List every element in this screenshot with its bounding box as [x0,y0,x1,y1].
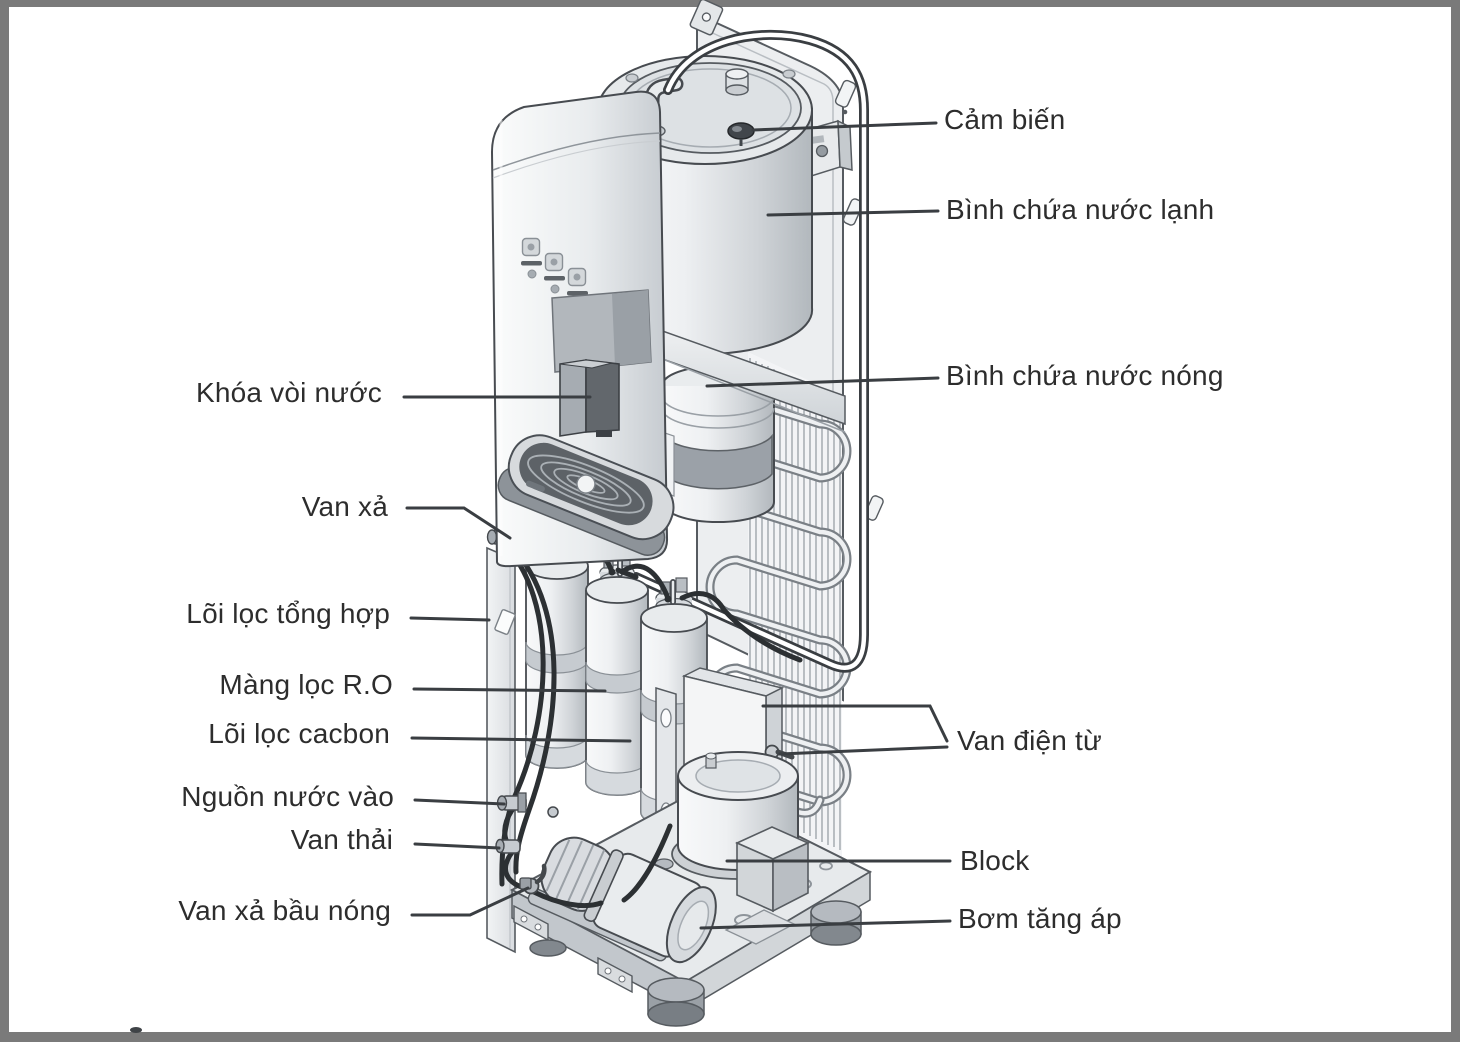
leader-van-thai [413,842,501,850]
power-switch-box [805,119,853,179]
leader-binh-chua-nuoc-lanh [766,209,940,217]
control-buttons [521,237,588,309]
label-nguon-nuoc-vao: Nguồn nước vào [181,781,394,812]
label-van-xa: Van xả [301,491,388,522]
leader-loi-loc-cacbon [410,736,632,743]
inline-fitting [547,806,559,818]
front-panel [490,90,675,568]
leader-nguon-nuoc-vao [413,798,506,806]
tank-strap [663,433,773,490]
waste-valve [495,838,521,854]
label-bom-tang-ap: Bơm tăng áp [958,903,1122,934]
label-khoa-voi-nuoc: Khóa vòi nước [195,377,382,408]
label-block: Block [960,845,1030,876]
lid-cap [725,68,749,96]
relay-box [735,826,810,913]
leveling-feet [529,900,862,1027]
filter-ro-membrane [585,551,649,796]
leader-binh-chua-nuoc-nong [705,376,940,388]
booster-pump [527,836,717,964]
leader-van-xa [405,506,512,540]
leader-van-dien-tu-b [778,745,949,756]
label-loi-loc-tong-hop: Lõi lọc tổng hợp [186,598,390,629]
leader-loi-loc-tong-hop [409,616,491,622]
base-bracket [597,956,633,994]
tank-supply-tube [631,29,869,673]
label-cam-bien: Cảm biến [944,104,1066,135]
label-mang-loc-ro: Màng lọc R.O [219,669,393,700]
drip-tray [497,434,675,556]
label-van-dien-tu: Van điện từ [957,725,1102,756]
label-van-xa-bau-nong: Van xả bầu nóng [178,895,391,926]
leader-van-xa-bau-nong [410,886,530,917]
leader-bom-tang-ap [699,919,952,930]
panel-clip [834,79,857,108]
leader-cam-bien [751,121,938,132]
label-binh-chua-nuoc-lanh: Bình chứa nước lạnh [946,194,1215,225]
label-van-thai: Van thải [290,824,393,855]
label-loi-loc-cacbon: Lõi lọc cacbon [208,718,390,749]
label-binh-chua-nuoc-nong: Bình chứa nước nóng [946,360,1224,391]
leader-mang-loc-ro [412,687,607,693]
ink-smudge [130,1027,142,1033]
lower-cabinet-wall [486,546,516,954]
top-hinge-tab [689,0,724,36]
leader-van-dien-tu-a [761,704,949,743]
